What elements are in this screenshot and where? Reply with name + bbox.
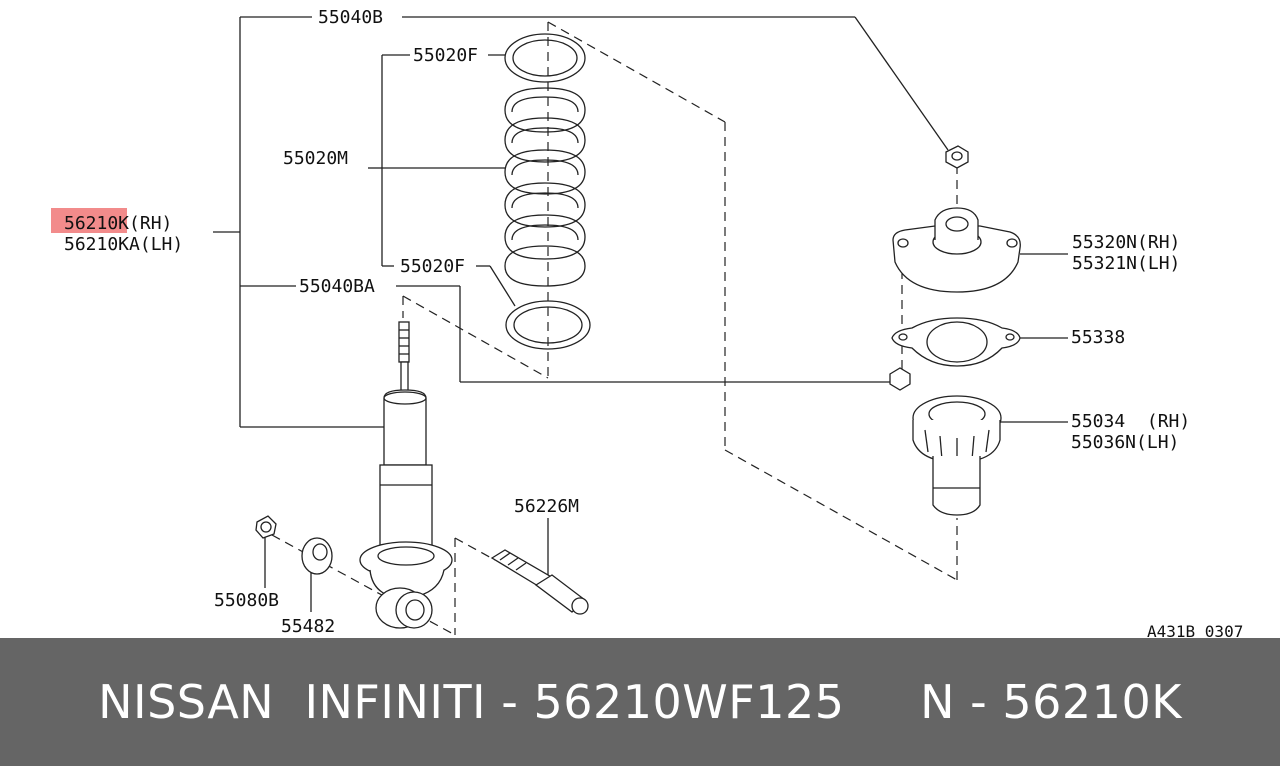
assembly-lines [271, 21, 958, 636]
footer-part-numbers: NISSAN INFINITI - 56210WF125 N - 56210K [98, 675, 1182, 729]
top-nut [945, 145, 969, 169]
label-55040ba: 55040BA [299, 276, 375, 297]
coil-spring [504, 33, 591, 350]
part-number-highlight [51, 208, 127, 233]
label-55020f-lower: 55020F [400, 256, 465, 277]
part-labels: 55040B 55020F 55020M 56210K(RH) 56210KA(… [64, 7, 1243, 638]
footer-banner: NISSAN INFINITI - 56210WF125 N - 56210K [0, 638, 1280, 766]
label-55020m: 55020M [283, 148, 348, 169]
label-55020f-upper: 55020F [413, 45, 478, 66]
parts-diagram: 55040B 55020F 55020M 56210K(RH) 56210KA(… [51, 7, 1243, 638]
label-55080b: 55080B [214, 590, 279, 611]
label-56226m: 56226M [514, 496, 579, 517]
label-55482: 55482 [281, 616, 335, 637]
gasket [891, 317, 1021, 367]
label-55040b: 55040B [318, 7, 383, 28]
drawing-code: A431B 0307 [1147, 622, 1243, 638]
label-56210ka-lh: 56210KA(LH) [64, 234, 183, 255]
mount-insulator [892, 207, 1021, 293]
label-55338: 55338 [1071, 327, 1125, 348]
strut-assembly [359, 321, 453, 629]
bound-bumper [912, 395, 1002, 516]
label-55321n-lh: 55321N(LH) [1072, 253, 1180, 274]
leader-lines [213, 16, 1068, 612]
nut-and-washer [255, 515, 333, 575]
label-55034-rh: 55034 (RH) [1071, 411, 1190, 432]
label-55036n-lh: 55036N(LH) [1071, 432, 1179, 453]
label-55320n-rh: 55320N(RH) [1072, 232, 1180, 253]
label-56210k-rh: 56210K(RH) [64, 213, 172, 234]
bolt [490, 549, 589, 615]
lower-nut [889, 367, 911, 391]
